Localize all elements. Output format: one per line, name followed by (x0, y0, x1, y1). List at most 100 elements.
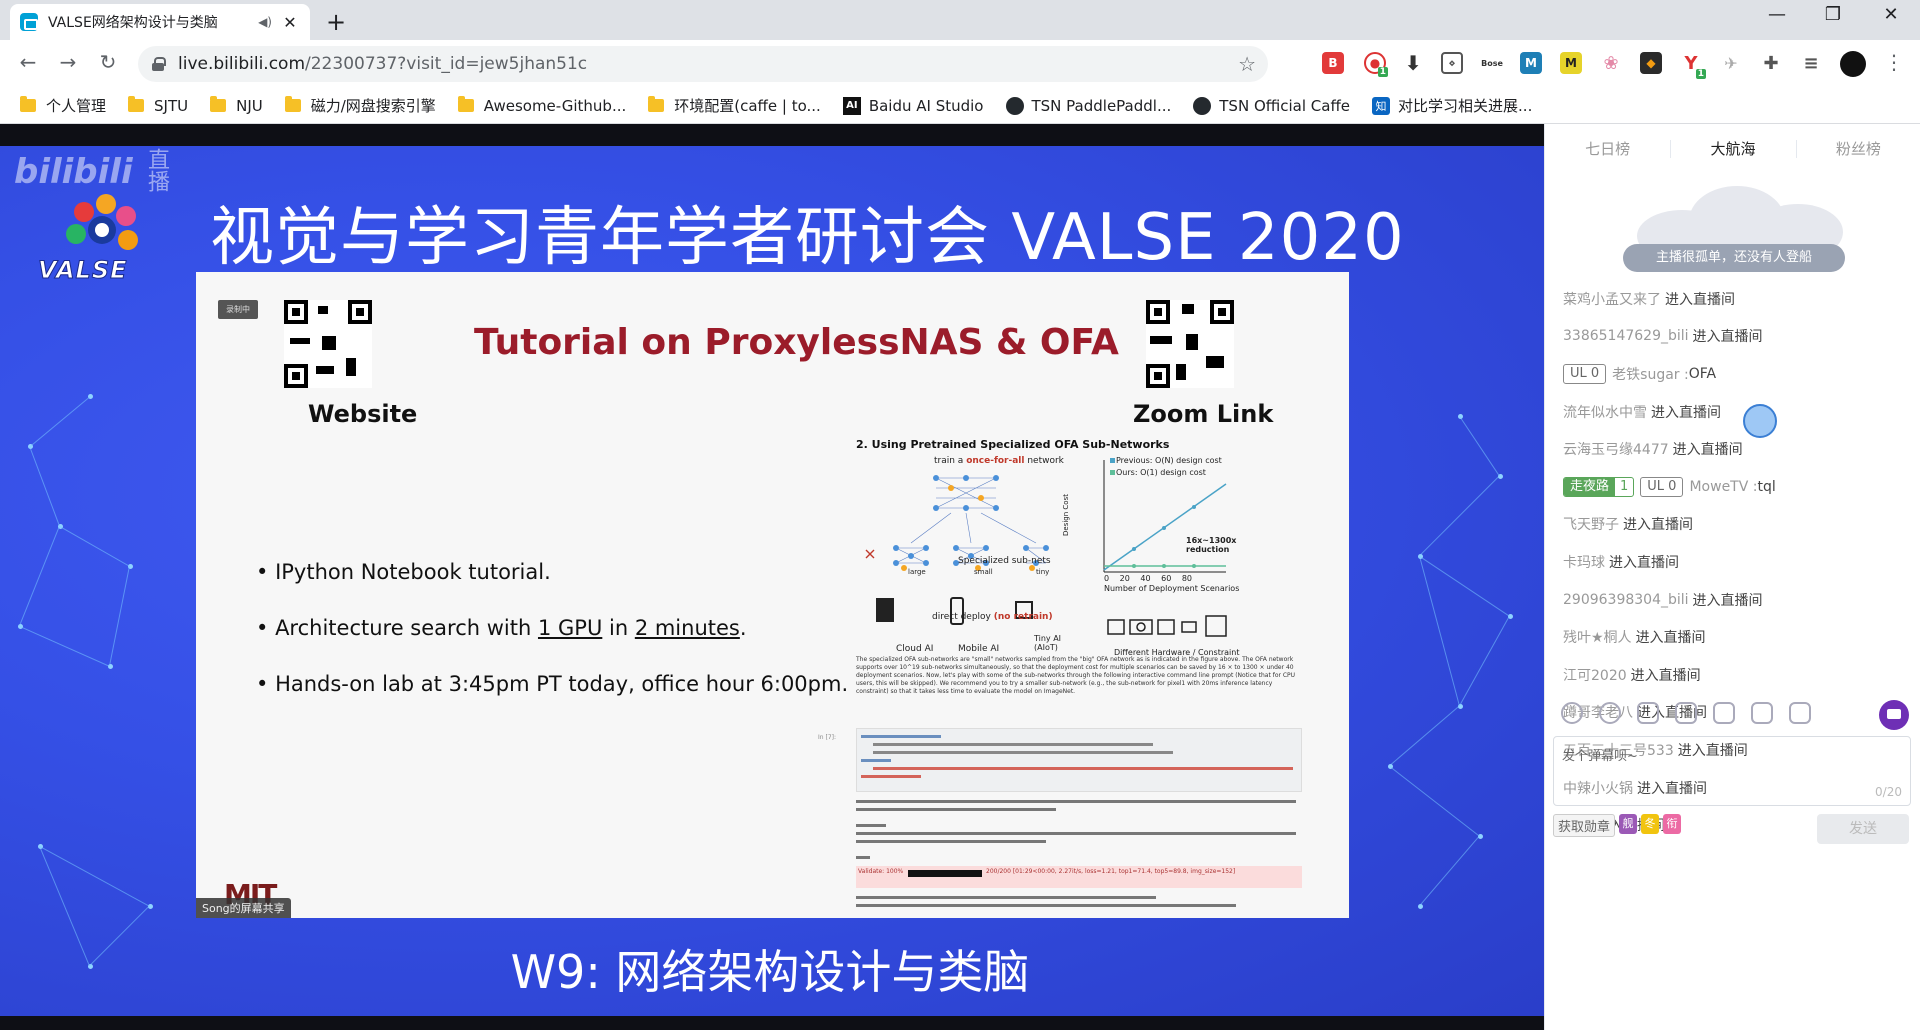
notebook-code-cell (856, 728, 1302, 792)
danmaku-username[interactable]: 菜鸡小孟又来了 (1563, 291, 1661, 308)
reload-icon[interactable]: ↻ (99, 50, 117, 74)
tab-seven-day-rank[interactable]: 七日榜 (1585, 139, 1631, 158)
new-tab-button[interactable]: + (326, 8, 347, 36)
enter-room-text: 进入直播间 (1651, 404, 1721, 421)
live-video-player[interactable]: bilibili 直播 VALSE 视觉与学习青年学者研讨会 VALSE 202… (0, 124, 1544, 1030)
network-decoration-dot (128, 564, 133, 569)
chart-y-label: Design Cost (1062, 494, 1070, 536)
bookmark-item[interactable]: 知对比学习相关进展... (1372, 95, 1532, 116)
browser-menu-icon[interactable]: ⋮ (1884, 50, 1904, 74)
danmaku-username[interactable]: 老铁sugar : (1612, 366, 1689, 383)
bookmark-star-icon[interactable]: ☆ (1238, 52, 1256, 76)
emoji-icon[interactable] (1561, 702, 1583, 724)
extensions-puzzle-icon[interactable]: ✚ (1763, 52, 1779, 74)
bookmark-item[interactable]: Awesome-Github... (457, 96, 626, 115)
char-counter: 0/20 (1875, 785, 1902, 799)
bookmark-item[interactable]: TSN PaddlePaddl... (1005, 96, 1171, 115)
get-medal-button[interactable]: 获取勋章 (1553, 814, 1616, 837)
user-level-badge: UL 0 (1563, 363, 1607, 384)
bookmark-item[interactable]: 个人管理 (20, 95, 106, 116)
badge-winter[interactable]: 冬 (1641, 814, 1659, 834)
screen-share-tag: Song的屏幕共享 (196, 898, 291, 918)
figure-cloud-label: Cloud AI (896, 644, 934, 654)
danmaku-username[interactable]: 卡玛球 (1563, 554, 1605, 571)
back-icon[interactable]: ← (19, 50, 37, 74)
close-window-button[interactable]: ✕ (1883, 4, 1899, 25)
badge-fleet[interactable]: 舰 (1619, 814, 1637, 834)
github-icon (1005, 96, 1024, 115)
danmaku-username[interactable]: 云海玉弓缘4477 (1563, 442, 1669, 459)
enter-room-text: 进入直播间 (1630, 667, 1701, 684)
danmaku-input[interactable] (1562, 745, 1902, 785)
danmaku-username[interactable]: 29096398304_bili (1563, 591, 1689, 608)
speaker-icon[interactable]: ◀) (258, 15, 272, 29)
network-decoration-dot (1458, 704, 1463, 709)
danmaku-username[interactable]: 流年似水中雪 (1563, 404, 1647, 421)
bullet-notebook: • IPython Notebook tutorial. (256, 560, 551, 584)
tab-strip: VALSE网络架构设计与类脑 ◀) ✕ + — ❐ ✕ (0, 0, 1920, 40)
profile-avatar[interactable] (1840, 51, 1866, 77)
network-decoration-dot (1418, 904, 1423, 909)
bookmark-item[interactable]: 环境配置(caffe | to... (648, 95, 821, 116)
github-icon (1193, 96, 1212, 115)
minimize-button[interactable]: — (1768, 4, 1786, 25)
bookmark-item[interactable]: 磁力/网盘搜索引擎 (284, 95, 436, 116)
screen-edit-icon[interactable] (1751, 702, 1773, 724)
extension-pink-icon[interactable]: ❀ (1603, 52, 1619, 74)
folder-icon (648, 96, 665, 112)
bookmark-item[interactable]: NJU (210, 96, 263, 115)
danmaku-username[interactable]: MoweTV : (1689, 478, 1758, 495)
forward-icon[interactable]: → (59, 50, 77, 74)
extension-m-yellow-icon[interactable]: M (1560, 52, 1582, 74)
download-icon[interactable]: ⬇ (1404, 51, 1422, 75)
palette-icon[interactable] (1599, 702, 1621, 724)
bookmark-label: SJTU (154, 96, 189, 115)
address-bar[interactable]: live.bilibili.com /22300737?visit_id=jew… (138, 46, 1268, 82)
bookmark-item[interactable]: TSN Official Caffe (1193, 96, 1350, 115)
extension-adblock-icon[interactable]: ●1 (1364, 52, 1388, 77)
tab-close-icon[interactable]: ✕ (283, 12, 297, 32)
extension-red-icon[interactable]: B (1322, 52, 1344, 74)
screen-settings-icon[interactable] (1789, 702, 1811, 724)
bookmark-item[interactable]: SJTU (128, 96, 189, 115)
figure-train-label: train a once-for-all network (934, 456, 1064, 466)
danmaku-input-box[interactable]: 0/20 (1553, 736, 1911, 806)
network-decoration-line (1459, 416, 1500, 477)
extension-dark-icon[interactable]: ◆ (1640, 52, 1662, 74)
danmaku-username[interactable]: 残叶★桐人 (1563, 630, 1632, 647)
extension-m-blue-icon[interactable]: M (1520, 52, 1542, 74)
bilibili-live-watermark: 直播 (144, 148, 169, 192)
enter-room-text: 进入直播间 (1692, 329, 1763, 346)
screen-clip-icon[interactable] (1713, 702, 1735, 724)
enter-room-text: 进入直播间 (1609, 554, 1679, 571)
bose-extension-icon[interactable]: Bose (1481, 58, 1503, 68)
tab-fans-rank[interactable]: 粉丝榜 (1795, 138, 1920, 159)
network-decoration-line (1389, 766, 1480, 837)
user-avatar[interactable] (1743, 404, 1777, 438)
media-control-icon[interactable]: ≡ (1803, 52, 1819, 74)
bullet-architecture-search: • Architecture search with 1 GPU in 2 mi… (256, 616, 747, 640)
maximize-button[interactable]: ❐ (1824, 4, 1842, 25)
website-label: Website (308, 400, 418, 428)
folder-icon (457, 96, 474, 112)
send-button[interactable]: 发送 (1817, 814, 1909, 844)
badge-title[interactable]: 衔 (1663, 814, 1681, 834)
bilibili-watermark: bilibili (14, 152, 133, 192)
danmaku-username[interactable]: 江可2020 (1563, 667, 1627, 684)
danmaku-username[interactable]: 飞天野子 (1563, 517, 1619, 534)
notebook-cell-label: In [7]: (818, 734, 836, 741)
chat-bubble-icon[interactable] (1879, 700, 1909, 730)
extension-frame-icon[interactable]: ⋄ (1441, 52, 1463, 74)
tab-guard-rank[interactable]: 大航海 (1670, 138, 1795, 159)
figure-title: 2. Using Pretrained Specialized OFA Sub-… (856, 438, 1170, 451)
danmaku-username[interactable]: 33865147629_bili (1563, 328, 1689, 345)
screen-icon[interactable] (1675, 702, 1697, 724)
extension-bird-icon[interactable]: ✈ (1724, 53, 1738, 73)
gift-icon[interactable] (1637, 702, 1659, 724)
browser-tab[interactable]: VALSE网络架构设计与类脑 ◀) ✕ (10, 4, 310, 40)
network-decoration-line (19, 626, 110, 667)
